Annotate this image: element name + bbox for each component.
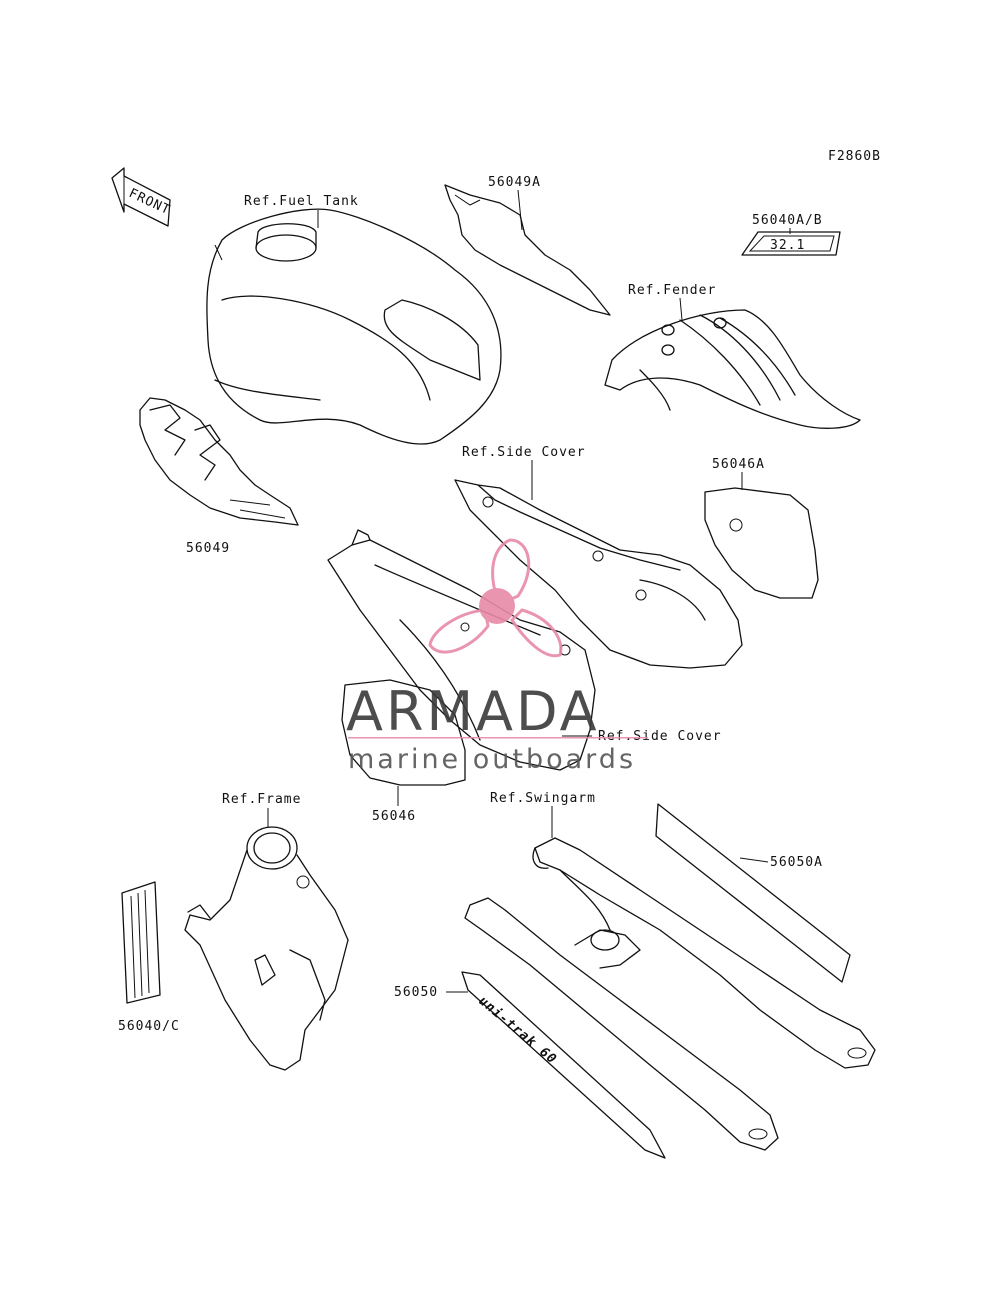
front-arrow-icon: FRONT — [111, 167, 173, 227]
decal-56040ab-label: 56040A/B — [752, 213, 823, 228]
lower-side-cover-drawing — [327, 529, 596, 771]
watermark-tagline: marine outboards — [348, 744, 636, 775]
ref-side-cover-upper-label: Ref.Side Cover — [462, 445, 586, 460]
armada-watermark: ARMADA marine outboards — [346, 538, 648, 775]
watermark-rule — [348, 737, 648, 739]
decal-56050a-label: 56050A — [770, 855, 823, 870]
fender-leader — [679, 297, 683, 321]
decal-56046-drawing — [341, 679, 466, 786]
front-label: FRONT — [126, 186, 172, 218]
decal-56040c-drawing — [121, 881, 161, 1004]
number-plate-text: 32.1 — [770, 238, 805, 253]
decal-56040c-label: 56040/C — [118, 1019, 180, 1034]
frame-drawing — [184, 826, 349, 1071]
swingarm-drawing — [464, 837, 876, 1151]
decal-56050a-drawing — [655, 803, 851, 983]
decal-56046a-drawing — [704, 487, 819, 599]
decal-56050-drawing: uni-trak 60 — [461, 971, 666, 1159]
decal-56050a-leader — [739, 857, 769, 863]
decal-56049a-leader — [517, 189, 523, 231]
watermark-name: ARMADA — [346, 680, 600, 743]
decal-56049-drawing — [139, 397, 299, 526]
decal-56049a-drawing — [444, 184, 611, 316]
ref-swingarm-label: Ref.Swingarm — [490, 791, 596, 806]
figure-code: F2860B — [828, 149, 881, 164]
ref-fender-label: Ref.Fender — [628, 283, 716, 298]
decal-56050-label: 56050 — [394, 985, 438, 1000]
number-plate-decal-drawing: 32.1 — [741, 231, 841, 256]
decal-56049a-label: 56049A — [488, 175, 541, 190]
ref-fuel-tank-label: Ref.Fuel Tank — [244, 194, 359, 209]
fender-drawing — [604, 309, 861, 429]
decal-56046-label: 56046 — [372, 809, 416, 824]
swingarm-decal-text: uni-trak 60 — [475, 994, 559, 1068]
fuel-tank-drawing — [206, 208, 502, 445]
decal-56049-label: 56049 — [186, 541, 230, 556]
propeller-logo-icon — [428, 538, 563, 658]
ref-frame-label: Ref.Frame — [222, 792, 301, 807]
upper-side-cover-drawing — [454, 479, 743, 669]
decal-56046a-label: 56046A — [712, 457, 765, 472]
ref-side-cover-lower-label: Ref.Side Cover — [598, 729, 722, 744]
